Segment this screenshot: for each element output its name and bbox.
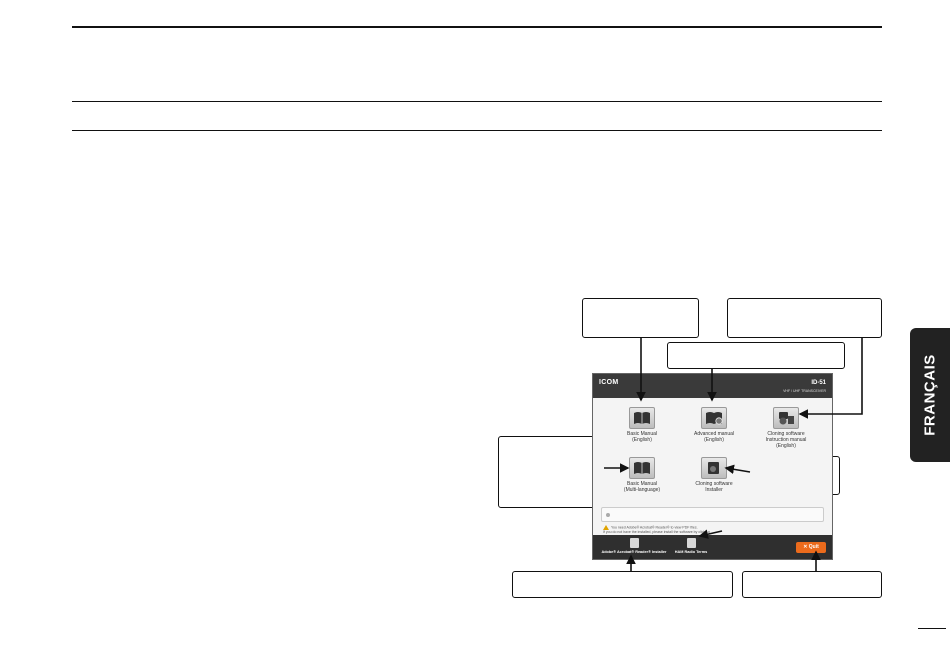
model-name: ID-51 — [811, 380, 826, 386]
item-label: Basic Manual (Multi-language) — [623, 481, 661, 493]
callout-cloning-software-manual — [727, 298, 882, 338]
item-label: Advanced manual (English) — [693, 431, 735, 443]
callout-advanced-manual — [667, 342, 845, 369]
header-rule — [72, 101, 882, 102]
arrow-cloning-installer — [724, 464, 751, 475]
item-label: Cloning software Installer — [695, 481, 733, 493]
footer-label: HAM Radio Terms — [674, 550, 708, 554]
close-icon: ✕ — [803, 544, 809, 550]
document-icon — [686, 538, 696, 548]
footer-label: Adobe® Acrobat® Reader® Installer — [601, 550, 667, 554]
adobe-notice: You need Adobe® Acrobat® Reader® to view… — [603, 525, 710, 534]
callout-basic-manual-multilanguage — [498, 436, 604, 508]
adobe-reader-installer-button[interactable]: Adobe® Acrobat® Reader® Installer — [599, 538, 669, 554]
arrow-cloning-manual — [798, 338, 863, 419]
quit-button[interactable]: ✕ Quit — [796, 542, 826, 553]
model-subtitle: VHF / UHF TRANSCEIVER — [783, 389, 826, 393]
language-side-tab: FRANÇAIS — [910, 328, 950, 462]
cloning-software-installer-button[interactable]: Cloning software Installer — [683, 457, 745, 493]
basic-manual-english-button[interactable]: Basic Manual (English) — [611, 407, 673, 443]
ham-radio-terms-button[interactable]: HAM Radio Terms — [669, 538, 713, 554]
page-number-rule — [918, 628, 946, 629]
header-rule-thick — [72, 26, 882, 28]
warning-icon — [603, 525, 609, 530]
icom-logo: ICOM — [599, 379, 619, 386]
item-label: Cloning software Instruction manual (Eng… — [765, 431, 807, 449]
book-icon — [629, 407, 655, 429]
basic-manual-multilanguage-button[interactable]: Basic Manual (Multi-language) — [611, 457, 673, 493]
cloning-installer-icon — [701, 457, 727, 479]
status-bar — [601, 507, 824, 522]
book-gear-icon — [701, 407, 727, 429]
callout-basic-manual-english — [582, 298, 699, 338]
advanced-manual-english-button[interactable]: Advanced manual (English) — [683, 407, 745, 443]
header-rule — [72, 130, 882, 131]
callout-adobe-reader-installer — [512, 571, 733, 598]
item-label: Basic Manual (English) — [626, 431, 657, 443]
adobe-icon — [629, 538, 639, 548]
arrow-radio-terms — [698, 529, 723, 539]
callout-quit — [742, 571, 882, 598]
